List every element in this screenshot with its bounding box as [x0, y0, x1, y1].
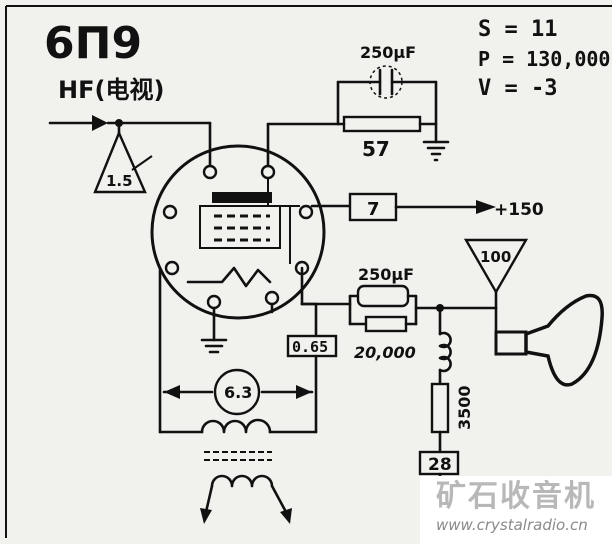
transformer-icon	[200, 418, 292, 524]
heater-label: 6.3	[224, 383, 252, 402]
watermark-overlay: 矿石收音机 www.crystalradio.cn	[420, 476, 612, 544]
triangle-input-label: 1.5	[106, 172, 133, 190]
box-cathode-label: 0.65	[292, 338, 328, 356]
res-top-label: 57	[362, 137, 390, 161]
cap-top-label: 250μF	[360, 43, 416, 62]
triangle-output-label: 100	[480, 248, 511, 266]
cap-right-label: 250μF	[358, 265, 414, 284]
param-s-label: S = 11	[478, 17, 557, 42]
output-rc-network	[300, 266, 498, 333]
resistor-top	[342, 115, 422, 133]
box-bottom-label: 28	[428, 455, 452, 475]
heater-circuit	[158, 268, 318, 434]
tube-type-label: 6П9	[44, 18, 142, 69]
res-right-label: 20,000	[354, 343, 416, 362]
res-vertical-label: 3500	[455, 385, 474, 430]
watermark-cn-text: 矿石收音机	[436, 479, 596, 514]
triangle-input-block	[93, 121, 153, 194]
resistor-vertical	[430, 382, 450, 434]
supply-arrow-icon	[394, 200, 496, 214]
capacitor-top	[369, 65, 403, 99]
crt-icon	[494, 293, 604, 387]
box-cathode	[286, 334, 338, 358]
ground-cathode-icon	[200, 338, 228, 354]
resistor-right	[364, 315, 408, 333]
param-v-label: V = -3	[478, 76, 557, 101]
input-arrow	[48, 115, 212, 131]
triangle-output-block	[463, 238, 529, 295]
supply-box-label: 7	[367, 199, 380, 220]
choke-vertical	[438, 306, 452, 386]
top-rc-network	[266, 65, 450, 174]
tube-envelope	[150, 144, 326, 320]
watermark-url-text: www.crystalradio.cn	[436, 516, 588, 534]
param-p-label: P = 130,000	[478, 47, 610, 71]
supply-voltage-label: +150	[494, 200, 544, 220]
tube-subtitle-label: HF(电视)	[58, 76, 164, 104]
ground-top-icon	[422, 140, 450, 162]
capacitor-right	[356, 284, 410, 308]
